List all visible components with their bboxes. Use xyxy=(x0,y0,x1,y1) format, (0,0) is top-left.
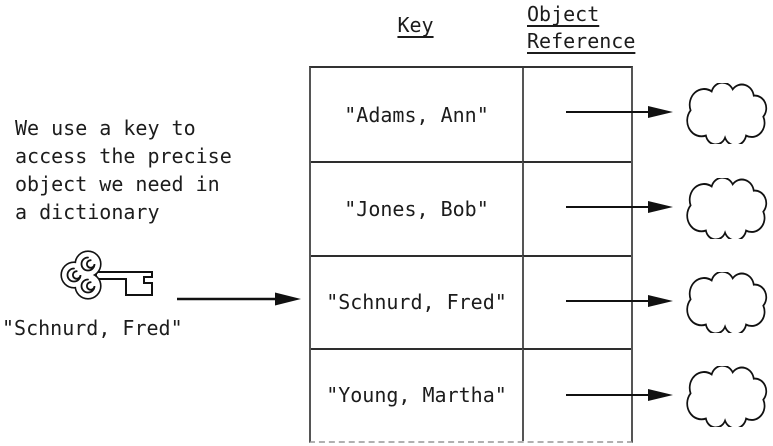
annotation-text: We use a key to access the precise objec… xyxy=(15,116,232,224)
key-cell: "Adams, Ann" xyxy=(344,102,489,127)
arrow-right-icon xyxy=(177,292,301,306)
key-cell: "Schnurd, Fred" xyxy=(311,254,522,348)
column-header-object-reference: Object Reference xyxy=(527,2,636,53)
cloud-object-icon xyxy=(686,83,768,144)
column-header-key: Key xyxy=(397,13,434,37)
key-cell: "Young, Martha" xyxy=(311,347,522,441)
arrow-right-icon xyxy=(566,389,673,401)
key-cell: "Jones, Bob" xyxy=(311,161,522,254)
reference-cell xyxy=(522,68,631,162)
arrow-right-icon xyxy=(566,201,673,213)
reference-cell xyxy=(522,161,631,255)
reference-cell xyxy=(522,347,631,441)
dictionary-table: "Adams, Ann" "Jones, Bob" "Schnurd, Fred… xyxy=(309,66,633,443)
reference-cell xyxy=(522,254,631,348)
arrow-right-icon xyxy=(566,106,673,118)
cloud-object-icon xyxy=(686,178,768,239)
cloud-object-icon xyxy=(686,366,768,427)
skeleton-key-icon xyxy=(60,250,153,300)
lookup-key-label: "Schnurd, Fred" xyxy=(2,316,183,340)
arrow-right-icon xyxy=(566,295,673,307)
cloud-object-icon xyxy=(686,272,768,333)
